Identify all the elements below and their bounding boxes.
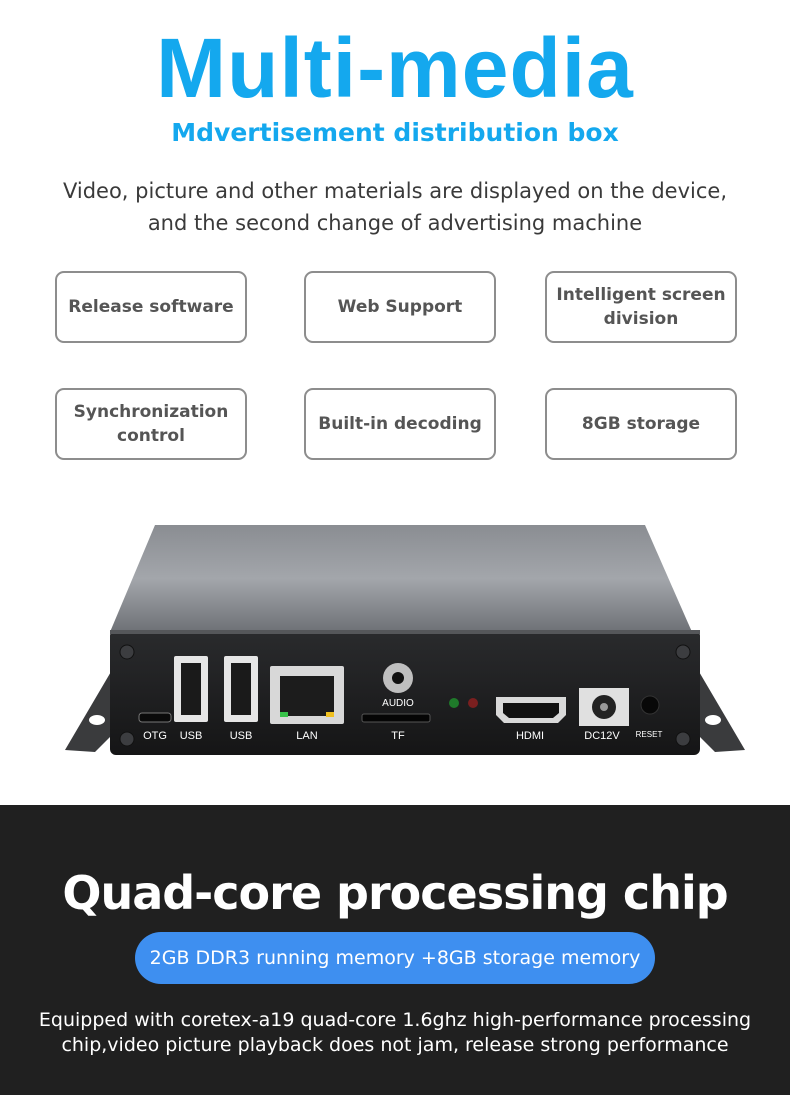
feature-label: 8GB storage [581, 414, 701, 434]
feature-web-support: Web Support [304, 271, 496, 343]
left-flange-hole [89, 715, 105, 725]
chip-description-line-2: chip,video picture playback does not jam… [61, 1034, 729, 1056]
page-subtitle: Mdvertisement distribution box [171, 118, 619, 147]
otg-label: OTG [143, 730, 167, 742]
otg-port [138, 712, 172, 723]
feature-label: Synchronization control [73, 402, 229, 446]
reset-label: RESET [636, 730, 663, 739]
memory-badge: 2GB DDR3 running memory +8GB storage mem… [135, 932, 655, 984]
feature-label: Built-in decoding [318, 414, 482, 434]
screw [675, 731, 691, 747]
chip-section-title: Quad-core processing chip [62, 866, 728, 920]
right-flange-hole [705, 715, 721, 725]
lan-label: LAN [296, 730, 317, 742]
audio-label: AUDIO [382, 698, 414, 709]
tf-card-slot [361, 713, 431, 723]
page-title: Multi-media [156, 21, 634, 115]
status-led-red [468, 698, 478, 708]
media-box-device-image: OTG USB USB LAN AUDIO TF HDMI DC12V RESE… [65, 525, 745, 755]
intro-description-line-1: Video, picture and other materials are d… [62, 179, 728, 203]
right-mounting-flange [698, 670, 745, 752]
hdmi-label: HDMI [516, 730, 544, 742]
screw [119, 644, 135, 660]
feature-label: Web Support [337, 297, 463, 317]
screw [675, 644, 691, 660]
lan-led-green [280, 712, 288, 717]
status-led-green [449, 698, 459, 708]
lan-led-yellow [326, 712, 334, 717]
feature-intelligent-screen-division: Intelligent screen division [545, 271, 737, 343]
device-top-cover [110, 525, 692, 632]
tf-label: TF [391, 730, 405, 742]
feature-8gb-storage: 8GB storage [545, 388, 737, 460]
feature-release-software: Release software [55, 271, 247, 343]
reset-button [640, 695, 660, 715]
intro-description: Video, picture and other materials are d… [0, 175, 790, 239]
left-mounting-flange [65, 670, 112, 752]
chip-description: Equipped with coretex-a19 quad-core 1.6g… [0, 1008, 790, 1058]
intro-description-line-2: and the second change of advertising mac… [147, 211, 643, 235]
usb-label-2: USB [230, 730, 253, 742]
chip-description-line-1: Equipped with coretex-a19 quad-core 1.6g… [38, 1009, 752, 1031]
usb-label-1: USB [180, 730, 203, 742]
feature-synchronization-control: Synchronization control [55, 388, 247, 460]
feature-label: Release software [68, 297, 234, 317]
feature-label: Intelligent screen division [556, 285, 726, 329]
screw [119, 731, 135, 747]
dc-label: DC12V [584, 730, 620, 742]
feature-built-in-decoding: Built-in decoding [304, 388, 496, 460]
